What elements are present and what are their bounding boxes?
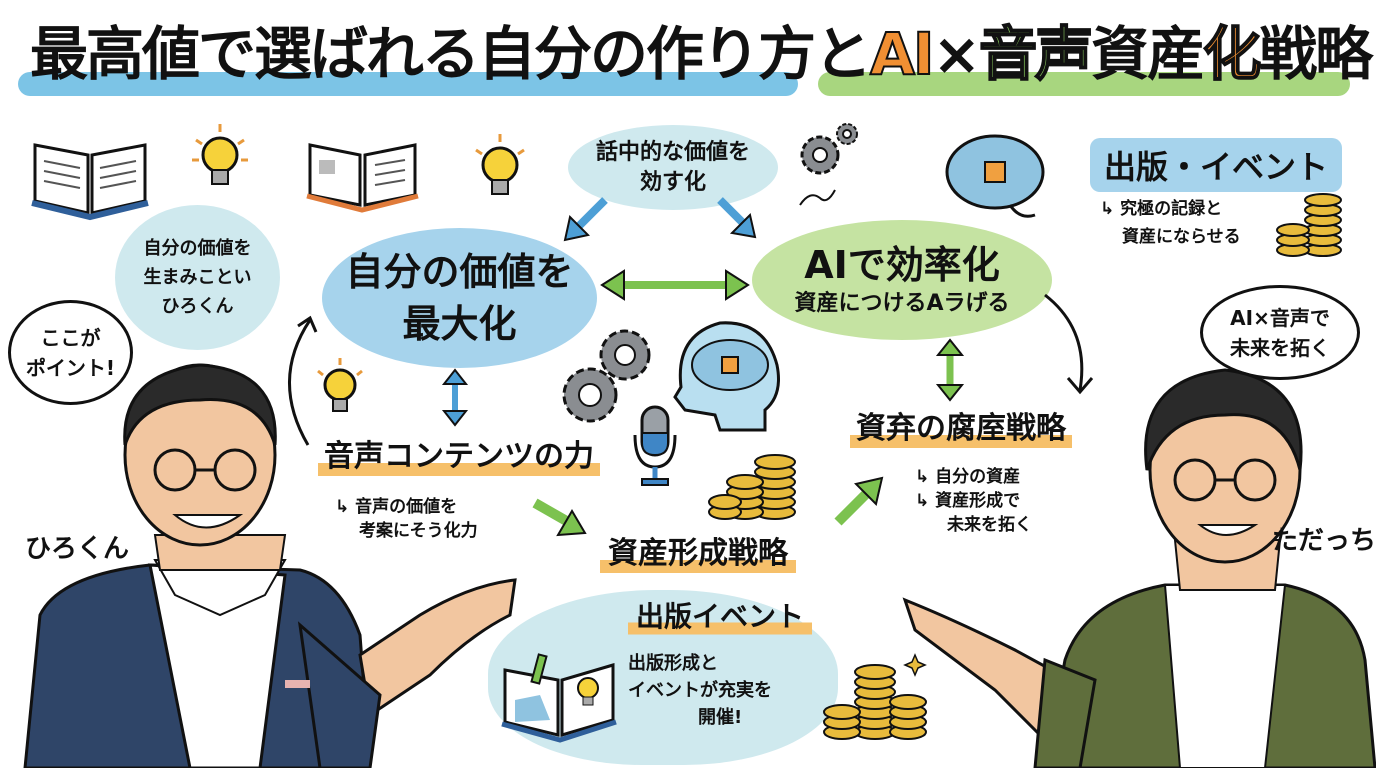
title-senryaku: 戦略 (1259, 20, 1373, 88)
left-bubble-line-2: 生まみことい (143, 267, 252, 288)
left-speech-line-1: ここが (40, 325, 101, 350)
coins-icon (1276, 193, 1342, 257)
right-strategy-title: 資弃の腐庢戦略 (850, 405, 1072, 453)
vertical-double-arrow-icon (441, 368, 469, 427)
voice-content-title: 音声コンテンツの力 (318, 433, 600, 481)
hirokun-name: ひろくん (25, 534, 130, 564)
maximize-value-bubble: 自分の価値を 最大化 (322, 228, 597, 368)
coins-icon (708, 454, 796, 520)
gears-ai-head-icon (562, 321, 780, 432)
list-item-text: 資産形成で (935, 491, 1021, 511)
list-item: ↳ 資産形成で (915, 489, 1032, 513)
page-title: 最高値で選ばれる自分の作り方とAI×音声資産化戦略 (30, 18, 1373, 90)
open-book-lightbulb-icon (501, 653, 617, 743)
green-arrow-icon (532, 498, 587, 537)
main-left-line-1: 自分の価値を (345, 250, 574, 294)
top-center-line-1: 話中的な価値を (595, 139, 750, 165)
right-speech-line-2: 未来を拓く (1230, 335, 1330, 360)
ai-efficiency-subtitle: 資産につけるAラげる (794, 291, 1010, 316)
list-item-text: 自分の資産 (935, 467, 1021, 487)
title-shisan: 資産 (1091, 20, 1205, 88)
lightbulb-icon (317, 358, 363, 412)
title-onsei: 音声 (978, 19, 1094, 89)
title-main: 最高値で選ばれる自分の作り方と (30, 20, 872, 88)
asset-strategy-title: 資産形成戦略 (600, 530, 796, 578)
right-speech-bubble: AI×音声で 未来を拓く (1200, 285, 1360, 380)
right-speech-line-1: AI×音声で (1230, 305, 1330, 330)
left-bubble-line-1: 自分の価値を (143, 238, 252, 259)
double-arrow-icon (600, 269, 750, 301)
left-bubble-line-3: ひろくん (161, 296, 234, 317)
arrow-icon: ↳ (915, 491, 930, 511)
publish-event-sub: ↳ 究極の記録と 資産にならせる (1100, 195, 1241, 251)
ai-efficiency-title: AIで効率化 (804, 243, 1000, 287)
publish-event-label: 出版・イベント (1090, 138, 1343, 192)
tadacchi-name: ただっち (1272, 526, 1376, 556)
microphone-icon (633, 405, 677, 486)
blue-arrows (563, 197, 757, 242)
arrow-icon: ↳ (1100, 199, 1115, 219)
main-left-line-2: 最大化 (402, 302, 517, 346)
coins-icon (823, 653, 927, 740)
list-item-text: 未来を拓く (947, 515, 1032, 535)
left-value-bubble: 自分の価値を 生まみことい ひろくん (115, 205, 280, 350)
title-ka: 化 (1202, 19, 1262, 89)
gears-icon (799, 123, 858, 206)
publish-sub-line-1: 究極の記録と (1120, 199, 1223, 219)
voice-sub-line-2: 考案にそう化力 (359, 521, 478, 541)
top-center-bubble: 話中的な価値を 効す化 (568, 125, 778, 210)
list-item: 未来を拓く (915, 513, 1032, 537)
publish-event-text: 出版形成と イベントが充実を 開催! (628, 650, 772, 731)
ai-efficiency-bubble: AIで効率化 資産につけるAラげる (752, 220, 1052, 340)
publish-line-2: イベントが充実を (628, 680, 772, 701)
ai-brain-icon (945, 134, 1045, 218)
publish-event-title: 出版イベント (628, 595, 813, 639)
hirokun-character (23, 363, 517, 768)
publish-sub-line-2: 資産にならせる (1122, 227, 1241, 247)
lightbulb-icon (192, 124, 248, 185)
curved-arrow-icon (288, 315, 318, 446)
publish-line-1: 出版形成と (628, 653, 718, 674)
voice-sub-line-1: 音声の価値を (355, 497, 458, 517)
right-strategy-list: ↳ 自分の資産 ↳ 資産形成で 未来を拓く (915, 465, 1032, 537)
left-speech-bubble: ここが ポイント! (8, 300, 133, 405)
title-highlight-green (818, 72, 1350, 96)
top-center-line-2: 効す化 (639, 169, 706, 195)
arrow-icon: ↳ (915, 467, 930, 487)
arrow-icon: ↳ (335, 497, 350, 517)
curved-arrow-icon (1044, 293, 1094, 395)
green-arrow-icon (834, 476, 884, 526)
open-book-icon (31, 143, 149, 221)
title-highlight-blue (18, 72, 798, 96)
green-double-arrow-icon (935, 338, 965, 402)
lightbulb-icon (475, 134, 525, 195)
tadacchi-character (902, 368, 1376, 768)
left-speech-line-2: ポイント! (25, 355, 116, 380)
voice-content-sub: ↳ 音声の価値を 考案にそう化力 (335, 495, 478, 543)
list-item: ↳ 自分の資産 (915, 465, 1032, 489)
title-times: × (932, 20, 981, 88)
publish-line-3: 開催! (698, 707, 743, 728)
open-book-icon (306, 143, 419, 213)
title-ai: AI (869, 19, 935, 89)
